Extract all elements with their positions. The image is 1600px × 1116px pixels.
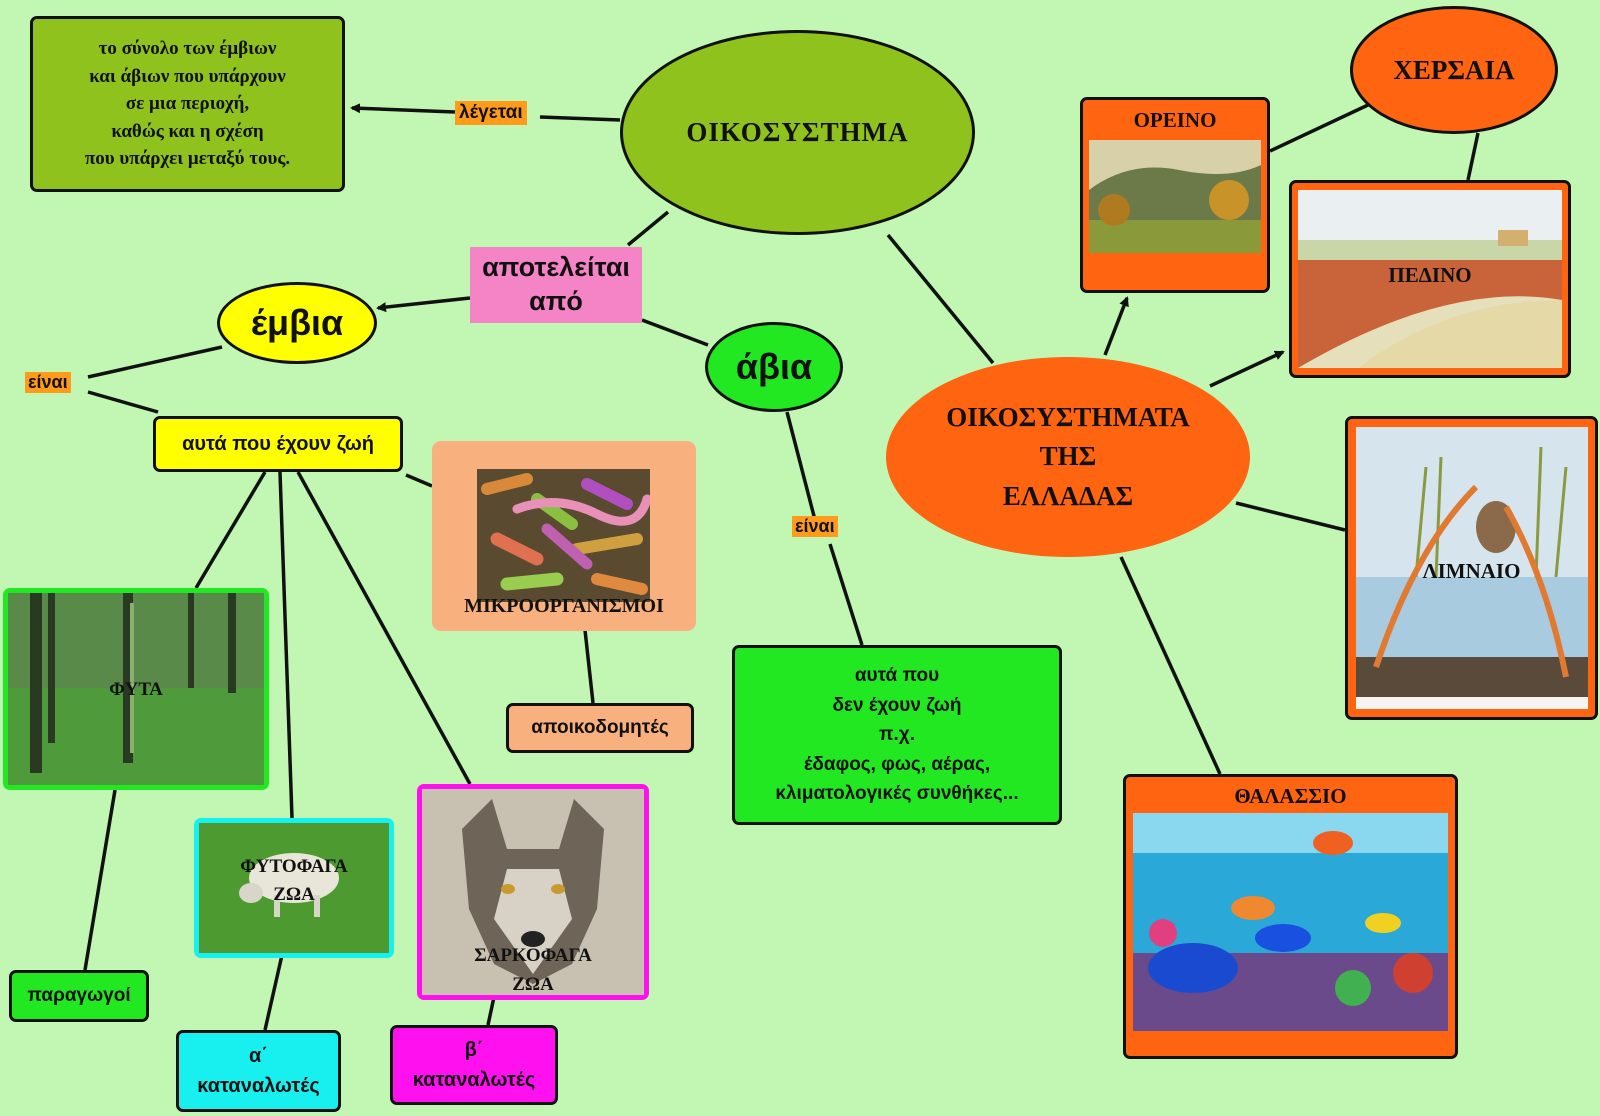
carnivores-label: ΣΑΡΚΟΦΑΓΑ ΖΩΑ bbox=[422, 942, 644, 999]
secondary-consumers-box: β΄ καταναλωτές bbox=[390, 1025, 558, 1105]
called-label: λέγεται bbox=[455, 101, 527, 125]
plants-label: ΦΥΤΑ bbox=[109, 679, 163, 700]
non-living-line: δεν έχουν ζωή bbox=[832, 694, 962, 716]
lake-label: ΛΙΜΝΑΙΟ bbox=[1422, 559, 1521, 583]
definition-line: και άβιων που υπάρχουν bbox=[89, 65, 286, 87]
carnivores-line: ΣΑΡΚΟΦΑΓΑ bbox=[474, 945, 592, 966]
primary-consumers-line: καταναλωτές bbox=[197, 1075, 320, 1097]
primary-consumers-line: α΄ bbox=[249, 1045, 268, 1067]
abiotic-label: άβια bbox=[735, 346, 813, 387]
abiotic-node: άβια bbox=[705, 322, 843, 412]
greek-ecosystems-node: ΟΙΚΟΣΥΣΤΗΜΑΤΑ ΤΗΣ ΕΛΛΑΔΑΣ bbox=[886, 357, 1250, 557]
definition-box: το σύνολο των έμβιων και άβιων που υπάρχ… bbox=[30, 16, 345, 192]
carnivores-box: ΣΑΡΚΟΦΑΓΑ ΖΩΑ bbox=[417, 784, 649, 1000]
forest-image bbox=[8, 593, 264, 785]
primary-consumers-box: α΄ καταναλωτές bbox=[176, 1030, 341, 1112]
producers-box: παραγωγοί bbox=[9, 970, 149, 1022]
consists-of-box: αποτελείται από bbox=[470, 247, 642, 323]
is-label-mid: είναι bbox=[792, 516, 838, 537]
lake-box: ΛΙΜΝΑΙΟ bbox=[1345, 416, 1598, 720]
consists-of-line: από bbox=[529, 286, 583, 316]
herbivores-line: ΖΩΑ bbox=[273, 883, 315, 905]
mountain-image bbox=[1089, 140, 1261, 253]
bacteria-image bbox=[477, 469, 650, 602]
non-living-line: αυτά που bbox=[854, 665, 940, 687]
consists-of-line: αποτελείται bbox=[482, 252, 630, 283]
wolf-image bbox=[422, 789, 644, 995]
non-living-line: π.χ. bbox=[878, 724, 916, 746]
sheep-image bbox=[199, 823, 389, 953]
mountain-label: ΟΡΕΙΝΟ bbox=[1133, 108, 1217, 132]
greek-ecosystems-line: ΟΙΚΟΣΥΣΤΗΜΑΤΑ bbox=[946, 402, 1190, 433]
herbivores-box: ΦΥΤΟΦΑΓΑ ΖΩΑ bbox=[194, 818, 394, 958]
definition-line: καθώς και η σχέση bbox=[111, 120, 264, 142]
herbivores-label: ΦΥΤΟΦΑΓΑ ΖΩΑ bbox=[199, 853, 389, 908]
ecosystem-node: ΟΙΚΟΣΥΣΤΗΜΑ bbox=[620, 30, 975, 235]
plants-box: ΦΥΤΑ bbox=[3, 588, 269, 790]
herbivores-line: ΦΥΤΟΦΑΓΑ bbox=[240, 856, 348, 877]
non-living-line: έδαφος, φως, αέρας, bbox=[803, 753, 991, 775]
carnivores-line: ΖΩΑ bbox=[512, 973, 554, 995]
marine-label: ΘΑΛΑΣΣΙΟ bbox=[1234, 784, 1347, 808]
lowland-label: ΠΕΔΙΝΟ bbox=[1388, 263, 1472, 287]
living-things-box: αυτά που έχουν ζωή bbox=[153, 416, 403, 472]
microorganisms-box: ΜΙΚΡΟΟΡΓΑΝΙΣΜΟΙ bbox=[432, 441, 696, 631]
secondary-consumers-line: καταναλωτές bbox=[412, 1069, 536, 1091]
non-living-line: κλιματολογικές συνθήκες... bbox=[775, 783, 1019, 805]
marine-box: ΘΑΛΑΣΣΙΟ bbox=[1123, 774, 1458, 1059]
ecosystem-title: ΟΙΚΟΣΥΣΤΗΜΑ bbox=[686, 117, 909, 147]
coral-reef-image bbox=[1133, 813, 1448, 1031]
secondary-consumers-line: β΄ bbox=[464, 1039, 484, 1061]
non-living-box: αυτά που δεν έχουν ζωή π.χ. έδαφος, φως,… bbox=[732, 645, 1062, 825]
definition-line: το σύνολο των έμβιων bbox=[98, 38, 277, 60]
biotic-node: έμβια bbox=[217, 282, 377, 364]
terrestrial-label: ΧΕΡΣΑΙΑ bbox=[1393, 54, 1515, 85]
biotic-label: έμβια bbox=[250, 302, 344, 343]
definition-line: σε μια περιοχή, bbox=[125, 93, 250, 115]
microorganisms-label: ΜΙΚΡΟΟΡΓΑΝΙΣΜΟΙ bbox=[464, 595, 664, 617]
mountain-box: ΟΡΕΙΝΟ bbox=[1080, 97, 1270, 293]
lowland-image bbox=[1298, 190, 1562, 368]
lowland-box: ΠΕΔΙΝΟ bbox=[1289, 180, 1571, 378]
lake-image bbox=[1356, 427, 1588, 709]
decomposers-box: αποικοδομητές bbox=[506, 703, 694, 753]
greek-ecosystems-line: ΕΛΛΑΔΑΣ bbox=[1002, 480, 1134, 511]
is-label-left: είναι bbox=[25, 372, 71, 393]
greek-ecosystems-line: ΤΗΣ bbox=[1039, 441, 1097, 472]
terrestrial-node: ΧΕΡΣΑΙΑ bbox=[1350, 6, 1558, 134]
definition-line: που υπάρχει μεταξύ τους. bbox=[84, 148, 291, 170]
